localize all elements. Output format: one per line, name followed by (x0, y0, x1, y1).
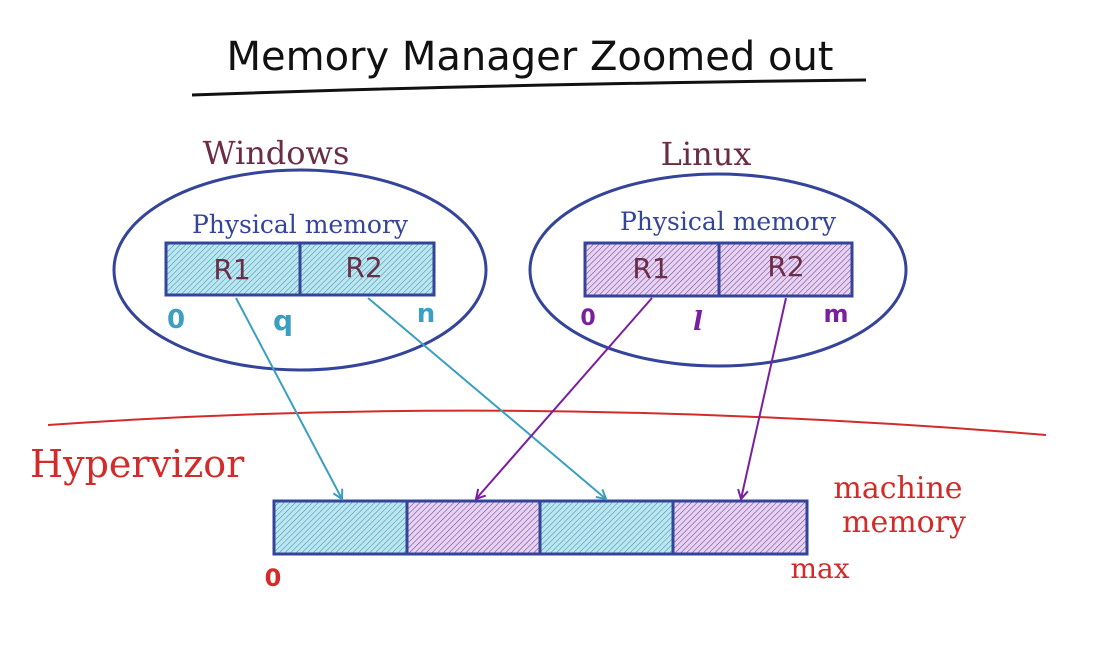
arrow-windows-r2 (367, 297, 606, 499)
windows-region-r2 (298, 241, 436, 297)
linux-label: Linux (661, 135, 752, 173)
machine-block-windows-r1 (272, 499, 409, 556)
hypervisor-boundary (47, 409, 1047, 436)
arrow-windows-r1 (235, 297, 342, 499)
machine-block-windows-r2 (538, 499, 675, 556)
machine-block-linux-r1 (405, 499, 542, 556)
windows-ellipse (112, 168, 488, 372)
machine-block-linux-r2 (671, 499, 809, 556)
linux-ellipse (528, 172, 908, 368)
windows-mark-start: 0 (167, 305, 185, 335)
linux-region-r1-label: R1 (632, 252, 669, 285)
linux-memory-label: Physical memory (620, 207, 837, 236)
windows-mark-n: n (417, 299, 436, 329)
machine-label-line2: memory (842, 505, 966, 540)
linux-mark-l: l (693, 307, 703, 337)
arrow-linux-r2 (741, 297, 787, 499)
linux-mark-m: m (823, 300, 848, 328)
windows-mark-q: q (273, 304, 293, 337)
windows-label: Windows (203, 134, 350, 172)
diagram-title: Memory Manager Zoomed out (227, 34, 834, 80)
windows-region-r1 (164, 241, 302, 297)
windows-memory-label: Physical memory (192, 210, 409, 239)
machine-mark-max: max (790, 552, 849, 585)
hypervisor-label: Hypervizor (30, 442, 245, 486)
linux-region-r1 (583, 241, 721, 298)
windows-region-r2-label: R2 (345, 251, 382, 284)
linux-region-r2-label: R2 (767, 250, 804, 283)
title-underline (191, 78, 867, 97)
linux-mark-start: 0 (580, 306, 595, 331)
arrow-linux-r1 (476, 297, 653, 499)
linux-region-r2 (717, 241, 854, 298)
windows-region-r1-label: R1 (213, 253, 250, 286)
machine-mark-start: 0 (265, 564, 282, 592)
machine-label-line1: machine (833, 471, 962, 506)
